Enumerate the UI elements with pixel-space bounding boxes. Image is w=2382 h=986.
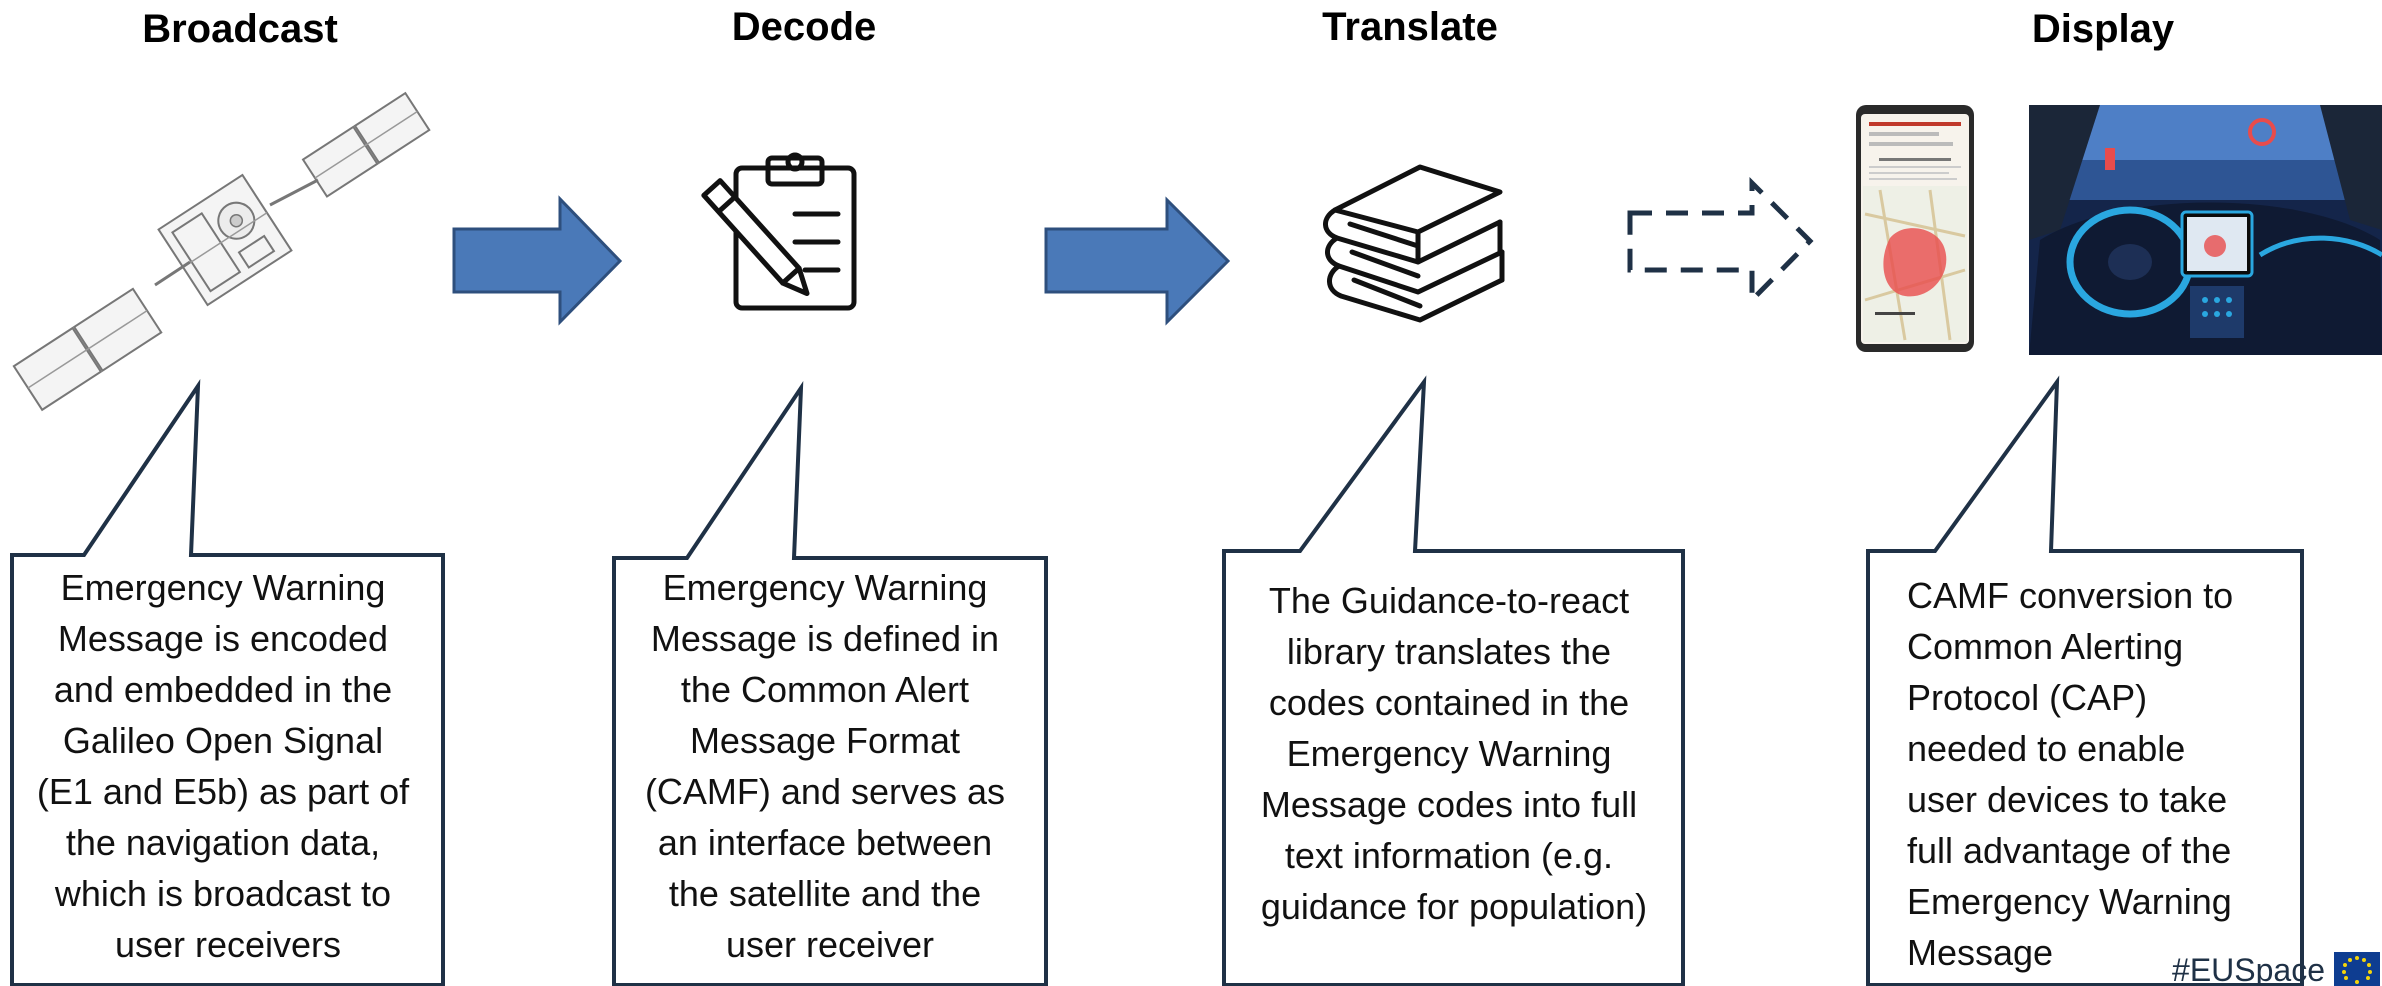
callout-translate-text: The Guidance-to-react library translates…	[1261, 580, 1647, 927]
flow-arrow-1	[452, 195, 623, 326]
flow-arrow-2	[1044, 196, 1231, 326]
callout-line: an interface between	[658, 822, 992, 863]
callout-broadcast	[10, 379, 445, 986]
callout-line: text information (e.g.	[1285, 835, 1613, 876]
satellite-icon	[12, 91, 431, 412]
callout-display	[1866, 375, 2304, 986]
callout-line: library translates the	[1287, 631, 1611, 672]
callout-line: Emergency Warning	[61, 567, 386, 608]
callout-line: user receivers	[115, 924, 341, 965]
callout-line: Galileo Open Signal	[63, 720, 383, 761]
callout-decode	[612, 380, 1048, 986]
callout-line: Message is defined in	[651, 618, 999, 659]
callout-line: Message is encoded	[58, 618, 388, 659]
callout-line: (CAMF) and serves as	[645, 771, 1005, 812]
callout-line: Protocol (CAP)	[1907, 677, 2147, 718]
callout-line: Emergency Warning	[1287, 733, 1612, 774]
callout-translate	[1222, 375, 1685, 986]
callout-line: CAMF conversion to	[1907, 575, 2233, 616]
callout-line: needed to enable	[1907, 728, 2185, 769]
callout-line: and embedded in the	[54, 669, 392, 710]
stage-title-translate: Translate	[1322, 5, 1498, 49]
callout-line: the satellite and the	[669, 873, 981, 914]
callout-line: The Guidance-to-react	[1269, 580, 1629, 621]
books-icon	[1323, 164, 1505, 323]
stage-title-display: Display	[2032, 7, 2175, 51]
clipboard-pencil-icon	[701, 152, 857, 311]
callout-line: which is broadcast to	[54, 873, 391, 914]
callout-line: codes contained in the	[1269, 682, 1629, 723]
callout-broadcast-text: Emergency Warning Message is encoded and…	[37, 567, 419, 965]
callout-line: the Common Alert	[681, 669, 969, 710]
callout-display-text: CAMF conversion to Common Alerting Proto…	[1907, 575, 2243, 973]
callout-line: Message	[1907, 932, 2053, 973]
callout-line: guidance for population)	[1261, 886, 1647, 927]
callout-line: user receiver	[726, 924, 934, 965]
footer-hashtag: #EUSpace	[2172, 952, 2325, 986]
dashed-flow-arrow	[1627, 176, 1814, 307]
callout-line: Message codes into full	[1261, 784, 1637, 825]
stage-title-broadcast: Broadcast	[142, 7, 338, 51]
callout-line: full advantage of the	[1907, 830, 2231, 871]
car-dashboard-icon	[2029, 105, 2382, 355]
stage-title-decode: Decode	[732, 5, 877, 49]
callout-line: Emergency Warning	[663, 567, 988, 608]
callout-line: Emergency Warning	[1907, 881, 2232, 922]
callout-line: (E1 and E5b) as part of	[37, 771, 410, 812]
smartphone-map-icon	[1856, 105, 1974, 352]
callout-decode-text: Emergency Warning Message is defined in …	[645, 567, 1015, 965]
callout-line: Message Format	[690, 720, 960, 761]
eu-flag-icon	[2334, 952, 2380, 986]
callout-line: Common Alerting	[1907, 626, 2183, 667]
callout-line: user devices to take	[1907, 779, 2227, 820]
callout-line: the navigation data,	[66, 822, 380, 863]
